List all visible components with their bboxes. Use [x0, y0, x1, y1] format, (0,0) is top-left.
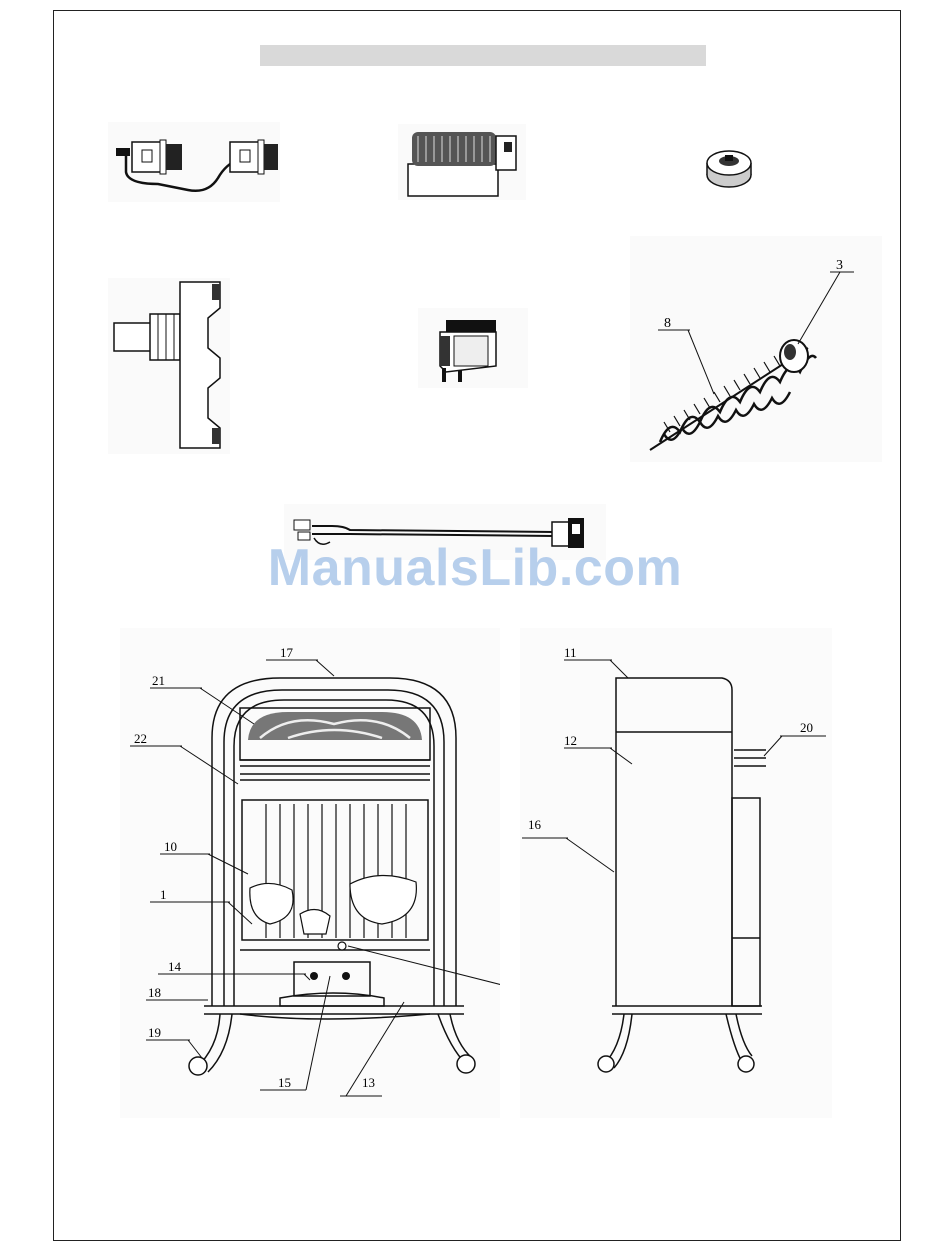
callout-12: 12: [564, 733, 577, 748]
control-knob-icon: [700, 145, 758, 191]
watermark-text: ManualsLib.com: [0, 538, 950, 598]
callout-1: 1: [160, 887, 167, 902]
heater-front-view-icon: 17 21 22 10 1 14 18 19 15 13: [120, 628, 500, 1118]
fan-motor-icon: [398, 124, 526, 200]
callout-18: 18: [148, 985, 161, 1000]
heating-element-icon: 3 8: [630, 236, 882, 462]
callout-10: 10: [164, 839, 177, 854]
callout-3: 3: [836, 258, 843, 273]
callout-15: 15: [278, 1075, 291, 1090]
rocker-switch-icon: [418, 308, 528, 388]
callout-16: 16: [528, 817, 542, 832]
callout-8: 8: [664, 316, 671, 331]
callout-19: 19: [148, 1025, 161, 1040]
callout-20: 20: [800, 720, 813, 735]
callout-21: 21: [152, 673, 165, 688]
callout-22: 22: [134, 731, 147, 746]
callout-17: 17: [280, 645, 294, 660]
wire-connector-harness-icon: [108, 122, 280, 202]
callout-13: 13: [362, 1075, 375, 1090]
switch-bracket-icon: [108, 278, 230, 454]
callout-14: 14: [168, 959, 182, 974]
title-bar: [260, 45, 706, 66]
heater-side-view-icon: 11 12 20 16: [520, 628, 832, 1118]
callout-11: 11: [564, 645, 577, 660]
